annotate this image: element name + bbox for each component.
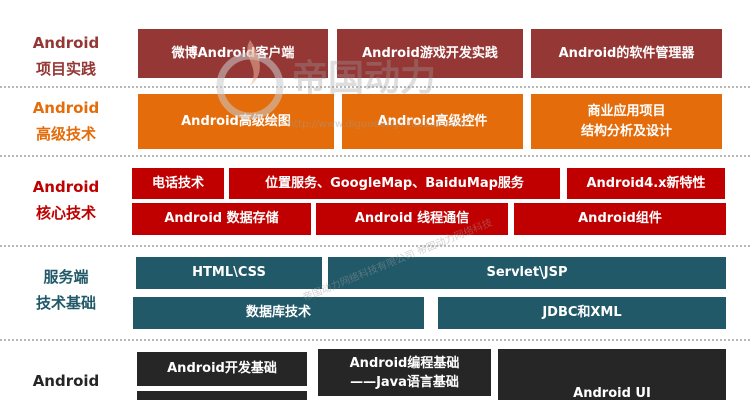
topic-box: Android 数据存储 [132, 203, 311, 235]
topic-label: 结构分析及设计 [580, 123, 672, 139]
topic-box: Android 线程通信 [316, 203, 508, 235]
topic-label: 微博Android客户端 [171, 45, 295, 61]
tier-separator [0, 155, 750, 157]
topic-box: Android4.x新特性 [567, 168, 725, 199]
topic-box: Android UI [498, 349, 726, 401]
topic-label: Android 线程通信 [354, 211, 470, 226]
tier-label-line: Android [32, 178, 100, 196]
topic-label: Android UI [573, 386, 651, 401]
topic-label: Android高级控件 [377, 113, 488, 129]
topic-label: 电话技术 [151, 175, 204, 191]
tier-label-line: Android [32, 372, 100, 390]
topic-label: Android高级绘图 [181, 113, 291, 129]
topic-label: ——Java语言基础 [350, 374, 459, 390]
topic-label: 数据库技术 [245, 305, 311, 320]
topic-box: 电话技术 [132, 168, 224, 199]
tier-label-server: 服务端 技术基础 [0, 264, 132, 316]
topic-box: HTML\CSS [136, 257, 322, 289]
tier-label-line: 核心技术 [35, 204, 96, 222]
tier-label-base: Android [0, 368, 132, 394]
tier-label-line: Android [32, 99, 100, 117]
topic-label: JDBC和XML [542, 305, 622, 320]
topic-box: Android高级绘图 [138, 94, 334, 149]
topic-label: Android开发基础 [167, 361, 277, 376]
tier-separator [0, 245, 750, 247]
topic-box: Android的软件管理器 [531, 29, 722, 78]
tier-separator [0, 339, 750, 341]
topic-box: JDBC和XML [438, 297, 726, 329]
tier-label-project: Android 项目实践 [0, 30, 132, 82]
topic-label: Android 数据存储 [164, 211, 279, 226]
topic-box: Android高级控件 [342, 94, 523, 149]
tier-label-line: Android [32, 34, 100, 52]
topic-box: Servlet\JSP [328, 257, 726, 289]
topic-label: Servlet\JSP [486, 265, 568, 280]
topic-label: HTML\CSS [192, 265, 266, 280]
topic-label: Android游戏开发实践 [362, 45, 498, 61]
tier-separator [0, 86, 750, 88]
topic-box: 数据库技术 [133, 297, 424, 329]
topic-box: Android游戏开发实践 [337, 29, 523, 78]
tier-label-line: 技术基础 [35, 294, 96, 312]
tier-label-core: Android 核心技术 [0, 174, 132, 226]
tier-label-advanced: Android 高级技术 [0, 95, 132, 147]
topic-label: 商业应用项目 [587, 103, 666, 119]
topic-label: Android4.x新特性 [586, 175, 706, 191]
tier-label-line: 高级技术 [35, 125, 96, 143]
topic-label: Android编程基础 [349, 355, 460, 371]
tier-label-line: 服务端 [43, 268, 89, 286]
topic-label: Android的软件管理器 [558, 45, 695, 61]
topic-label: Android组件 [578, 211, 662, 226]
topic-box: Android开发基础 [137, 352, 307, 386]
topic-box: 微博Android客户端 [138, 29, 328, 78]
tier-label-line: 项目实践 [35, 60, 96, 78]
topic-label: 位置服务、GoogleMap、BaiduMap服务 [265, 175, 524, 191]
topic-box: 商业应用项目 结构分析及设计 [531, 94, 722, 149]
topic-box: Android编程基础 ——Java语言基础 [318, 349, 491, 396]
topic-box: Android组件 [514, 203, 726, 235]
topic-box: 位置服务、GoogleMap、BaiduMap服务 [229, 168, 560, 199]
topic-box [137, 391, 307, 400]
